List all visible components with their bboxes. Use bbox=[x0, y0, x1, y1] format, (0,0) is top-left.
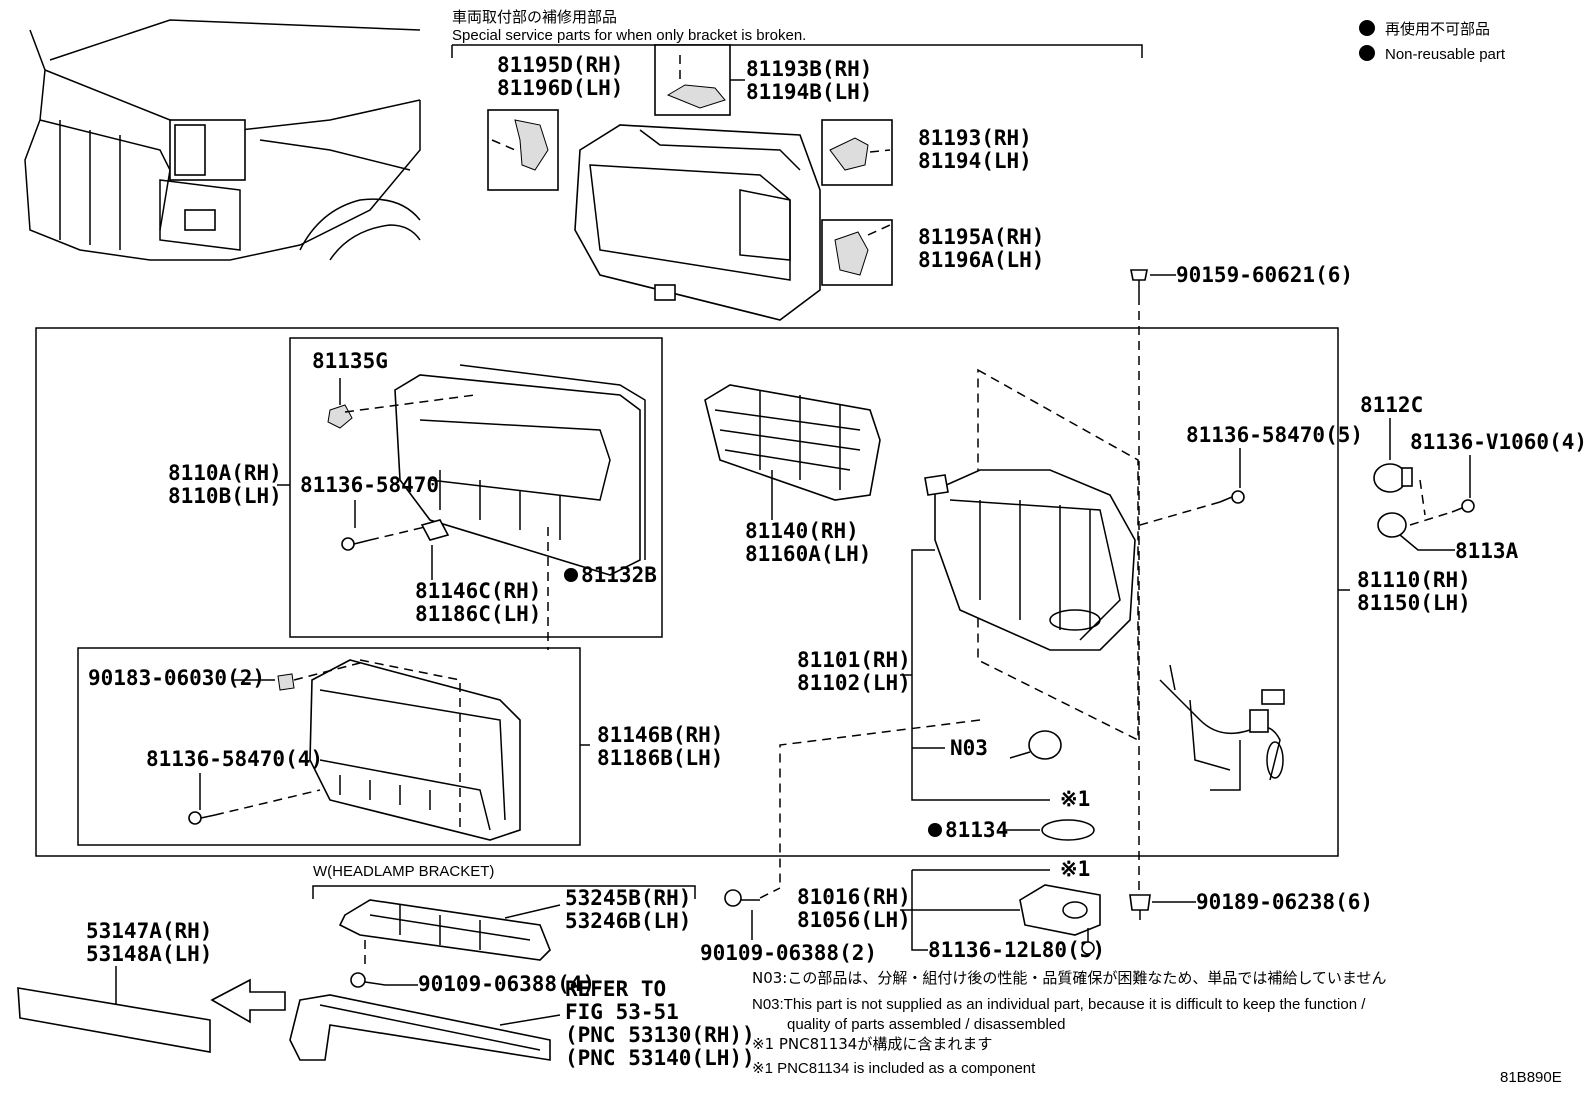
lens-subassembly-box bbox=[289, 337, 663, 638]
screw-81136-b-icon bbox=[1219, 490, 1245, 504]
screw-81136-V1060-icon bbox=[1451, 499, 1475, 513]
headlamp-top-illustration bbox=[574, 124, 821, 321]
label-90109-b: 90109-06388(2) bbox=[700, 941, 877, 965]
label-90159: 90159-60621(6) bbox=[1176, 263, 1353, 287]
bolt-90109-a-icon bbox=[350, 972, 386, 988]
label-90183: 90183-06030(2) bbox=[88, 666, 265, 690]
bulb-N03-icon bbox=[1009, 730, 1062, 760]
label-81196D: 81196D(LH) bbox=[497, 76, 623, 100]
housing-subassembly-box bbox=[77, 647, 581, 846]
fender-garnish-illustration bbox=[289, 994, 551, 1061]
label-81136-12L80: 81136-12L80(3) bbox=[928, 938, 1105, 962]
label-53246B: 53246B(LH) bbox=[565, 909, 691, 933]
label-81016: 81016(RH) bbox=[797, 885, 911, 909]
bracket-group-line bbox=[312, 885, 696, 899]
label-8113A: 8113A bbox=[1455, 539, 1519, 563]
label-81160A: 81160A(LH) bbox=[745, 542, 871, 566]
label-81195A: 81195A(RH) bbox=[918, 225, 1044, 249]
screw-81136-a-icon bbox=[341, 537, 371, 551]
label-81193B: 81193B(RH) bbox=[746, 57, 872, 81]
header-title-en: Special service parts for when only brac… bbox=[452, 27, 806, 44]
bolt-90159-icon bbox=[1130, 269, 1148, 296]
label-81136-58470-b: 81136-58470(5) bbox=[1186, 423, 1363, 447]
headlamp-lens-illustration bbox=[327, 364, 646, 576]
cap-8112C-icon bbox=[1373, 463, 1413, 493]
note-jp-mark1: ※1 PNC81134が構成に含まれます bbox=[752, 1035, 992, 1053]
label-81134: 81134 bbox=[945, 818, 1008, 842]
label-81193: 81193(RH) bbox=[918, 126, 1032, 150]
headlamp-bracket-53245B-illustration bbox=[338, 899, 551, 961]
label-81135G: 81135G bbox=[312, 349, 388, 373]
ballast-81016-icon bbox=[1019, 884, 1101, 936]
label-81150: 81150(LH) bbox=[1357, 591, 1471, 615]
mark-1-a: ※1 bbox=[1060, 787, 1090, 811]
note-en-mark1: ※1 PNC81134 is included as a component bbox=[752, 1060, 1036, 1077]
label-81186B: 81186B(LH) bbox=[597, 746, 723, 770]
legend-jp: 再使用不可部品 bbox=[1385, 20, 1490, 38]
refer-line-2: FIG 53-51 bbox=[565, 1000, 679, 1024]
label-8110A: 8110A(RH) bbox=[168, 461, 282, 485]
clip-90189-icon bbox=[1129, 894, 1151, 920]
label-81136-58470-a: 81136-58470 bbox=[300, 473, 439, 497]
screw-81136-12L80-icon bbox=[1081, 928, 1095, 955]
label-81194: 81194(LH) bbox=[918, 149, 1032, 173]
label-81146B: 81146B(RH) bbox=[597, 723, 723, 747]
arrow-left-icon bbox=[210, 978, 286, 1024]
note-jp-n03: N03:この部品は、分解・組付け後の性能・品質確保が困難なため、単品では補給して… bbox=[752, 969, 1386, 987]
o-ring-81134-icon bbox=[1041, 819, 1095, 841]
label-N03: N03 bbox=[950, 736, 988, 760]
bolt-90109-b-icon bbox=[724, 889, 760, 907]
headlamp-housing-illustration bbox=[277, 659, 521, 841]
label-81195D: 81195D(RH) bbox=[497, 53, 623, 77]
label-8110B: 8110B(LH) bbox=[168, 484, 282, 508]
mark-1-b: ※1 bbox=[1060, 857, 1090, 881]
label-81194B: 81194B(LH) bbox=[746, 80, 872, 104]
legend-en: Non-reusable part bbox=[1385, 46, 1506, 63]
label-53148A: 53148A(LH) bbox=[86, 942, 212, 966]
non-reusable-dot-icon bbox=[564, 568, 578, 582]
refer-line-4: (PNC 53140(LH)) bbox=[565, 1046, 755, 1070]
cap-8113A-icon bbox=[1377, 512, 1407, 538]
refer-line-1: REFER TO bbox=[565, 977, 666, 1001]
label-81101: 81101(RH) bbox=[797, 648, 911, 672]
vehicle-front-sketch bbox=[24, 19, 421, 261]
label-headlamp-bracket-group: W(HEADLAMP BRACKET) bbox=[313, 863, 494, 880]
label-81146C: 81146C(RH) bbox=[415, 579, 541, 603]
label-81056: 81056(LH) bbox=[797, 908, 911, 932]
label-81110: 81110(RH) bbox=[1357, 568, 1471, 592]
header-title-jp: 車両取付部の補修用部品 bbox=[452, 8, 617, 26]
label-81136-58470-c: 81136-58470(4) bbox=[146, 747, 323, 771]
note-en-n03-line1: N03:This part is not supplied as an indi… bbox=[752, 996, 1366, 1013]
label-90189: 90189-06238(6) bbox=[1196, 890, 1373, 914]
non-reusable-dot-icon bbox=[1359, 45, 1375, 61]
label-90109-a: 90109-06388(4) bbox=[418, 972, 595, 996]
screw-81136-c-icon bbox=[188, 811, 216, 825]
label-81132B: 81132B bbox=[581, 563, 657, 587]
label-53245B: 53245B(RH) bbox=[565, 886, 691, 910]
label-81186C: 81186C(LH) bbox=[415, 602, 541, 626]
garnish-53147A-illustration bbox=[17, 987, 211, 1053]
label-81140: 81140(RH) bbox=[745, 519, 859, 543]
label-8112C: 8112C bbox=[1360, 393, 1423, 417]
label-81136-V1060: 81136-V1060(4) bbox=[1410, 430, 1587, 454]
reflector-81140-illustration bbox=[704, 384, 881, 501]
label-81196A: 81196A(LH) bbox=[918, 248, 1044, 272]
main-assembly-box bbox=[35, 327, 1339, 857]
label-53147A: 53147A(RH) bbox=[86, 919, 212, 943]
refer-line-3: (PNC 53130(RH)) bbox=[565, 1023, 755, 1047]
figure-code: 81B890E bbox=[1500, 1069, 1562, 1086]
non-reusable-dot-icon bbox=[928, 823, 942, 837]
headlamp-housing-81110-illustration bbox=[924, 368, 1139, 742]
wiring-harness-illustration bbox=[1159, 664, 1285, 791]
label-81102: 81102(LH) bbox=[797, 671, 911, 695]
non-reusable-dot-icon bbox=[1359, 20, 1375, 36]
note-en-n03-line2: quality of parts assembled / disassemble… bbox=[787, 1016, 1065, 1033]
